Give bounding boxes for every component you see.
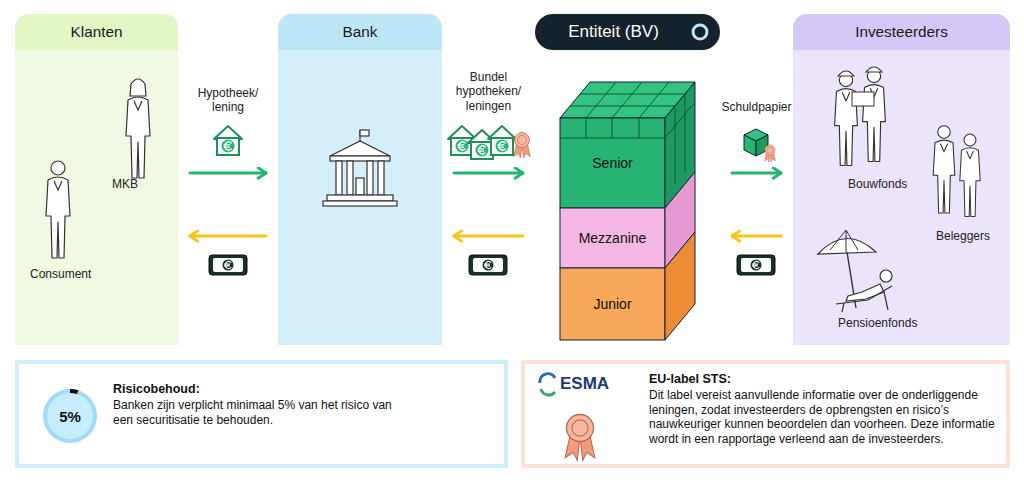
flow-label: Bundel hypotheken/ leningen [446, 70, 532, 113]
percent-ring [45, 391, 95, 441]
tranche-stack [560, 82, 695, 340]
tranche-block: Junior [560, 268, 665, 340]
figure-label: Consument [30, 267, 91, 281]
box-body: Dit label vereist aanvullende informatie… [649, 388, 999, 447]
logo-text: ESMA [560, 374, 609, 394]
percent-circle: 5% [43, 389, 97, 443]
column-header: Entiteit (BV) [535, 14, 692, 50]
column-header: Klanten [15, 14, 178, 50]
column-grounds [15, 14, 1010, 345]
column-panel: Klanten [15, 14, 178, 345]
figure-label: Bouwfonds [848, 177, 907, 191]
tranche-block: Mezzanine [560, 208, 665, 268]
tranche-label: Junior [593, 296, 631, 312]
box-title: EU-label STS: [649, 372, 731, 386]
figure-label: Pensioenfonds [838, 316, 917, 330]
flow-arrow [732, 172, 781, 175]
column-panel: Bank [278, 14, 442, 345]
figure-label: MKB [112, 177, 138, 191]
tranche-block: Senior [560, 118, 665, 208]
flow-arrow [454, 235, 523, 238]
column-panel: Entiteit (BV) SeniorMezzanineJunior [535, 14, 720, 345]
people-figures [46, 67, 980, 312]
info-box: Risicobehoud: Banken zijn verplicht minim… [15, 360, 508, 468]
percent-value: 5% [59, 408, 81, 425]
column-header: Bank [278, 14, 442, 50]
tranche-label: Senior [592, 155, 632, 171]
flow-arrow [454, 172, 523, 175]
flow-arrow [190, 172, 266, 175]
column-header: Investeerders [793, 14, 1010, 50]
bank-building [323, 130, 397, 206]
flow-arrow [190, 235, 266, 238]
flow-label: Hypotheek/ lening [182, 86, 274, 115]
figure-label: Beleggers [936, 229, 990, 243]
flow-arrow [732, 235, 781, 238]
tranche-label: Mezzanine [579, 230, 647, 246]
flow-label: Schuldpapier [712, 100, 802, 114]
box-body: Banken zijn verplicht minimaal 5% van he… [113, 398, 413, 427]
box-title: Risicobehoud: [113, 382, 200, 396]
